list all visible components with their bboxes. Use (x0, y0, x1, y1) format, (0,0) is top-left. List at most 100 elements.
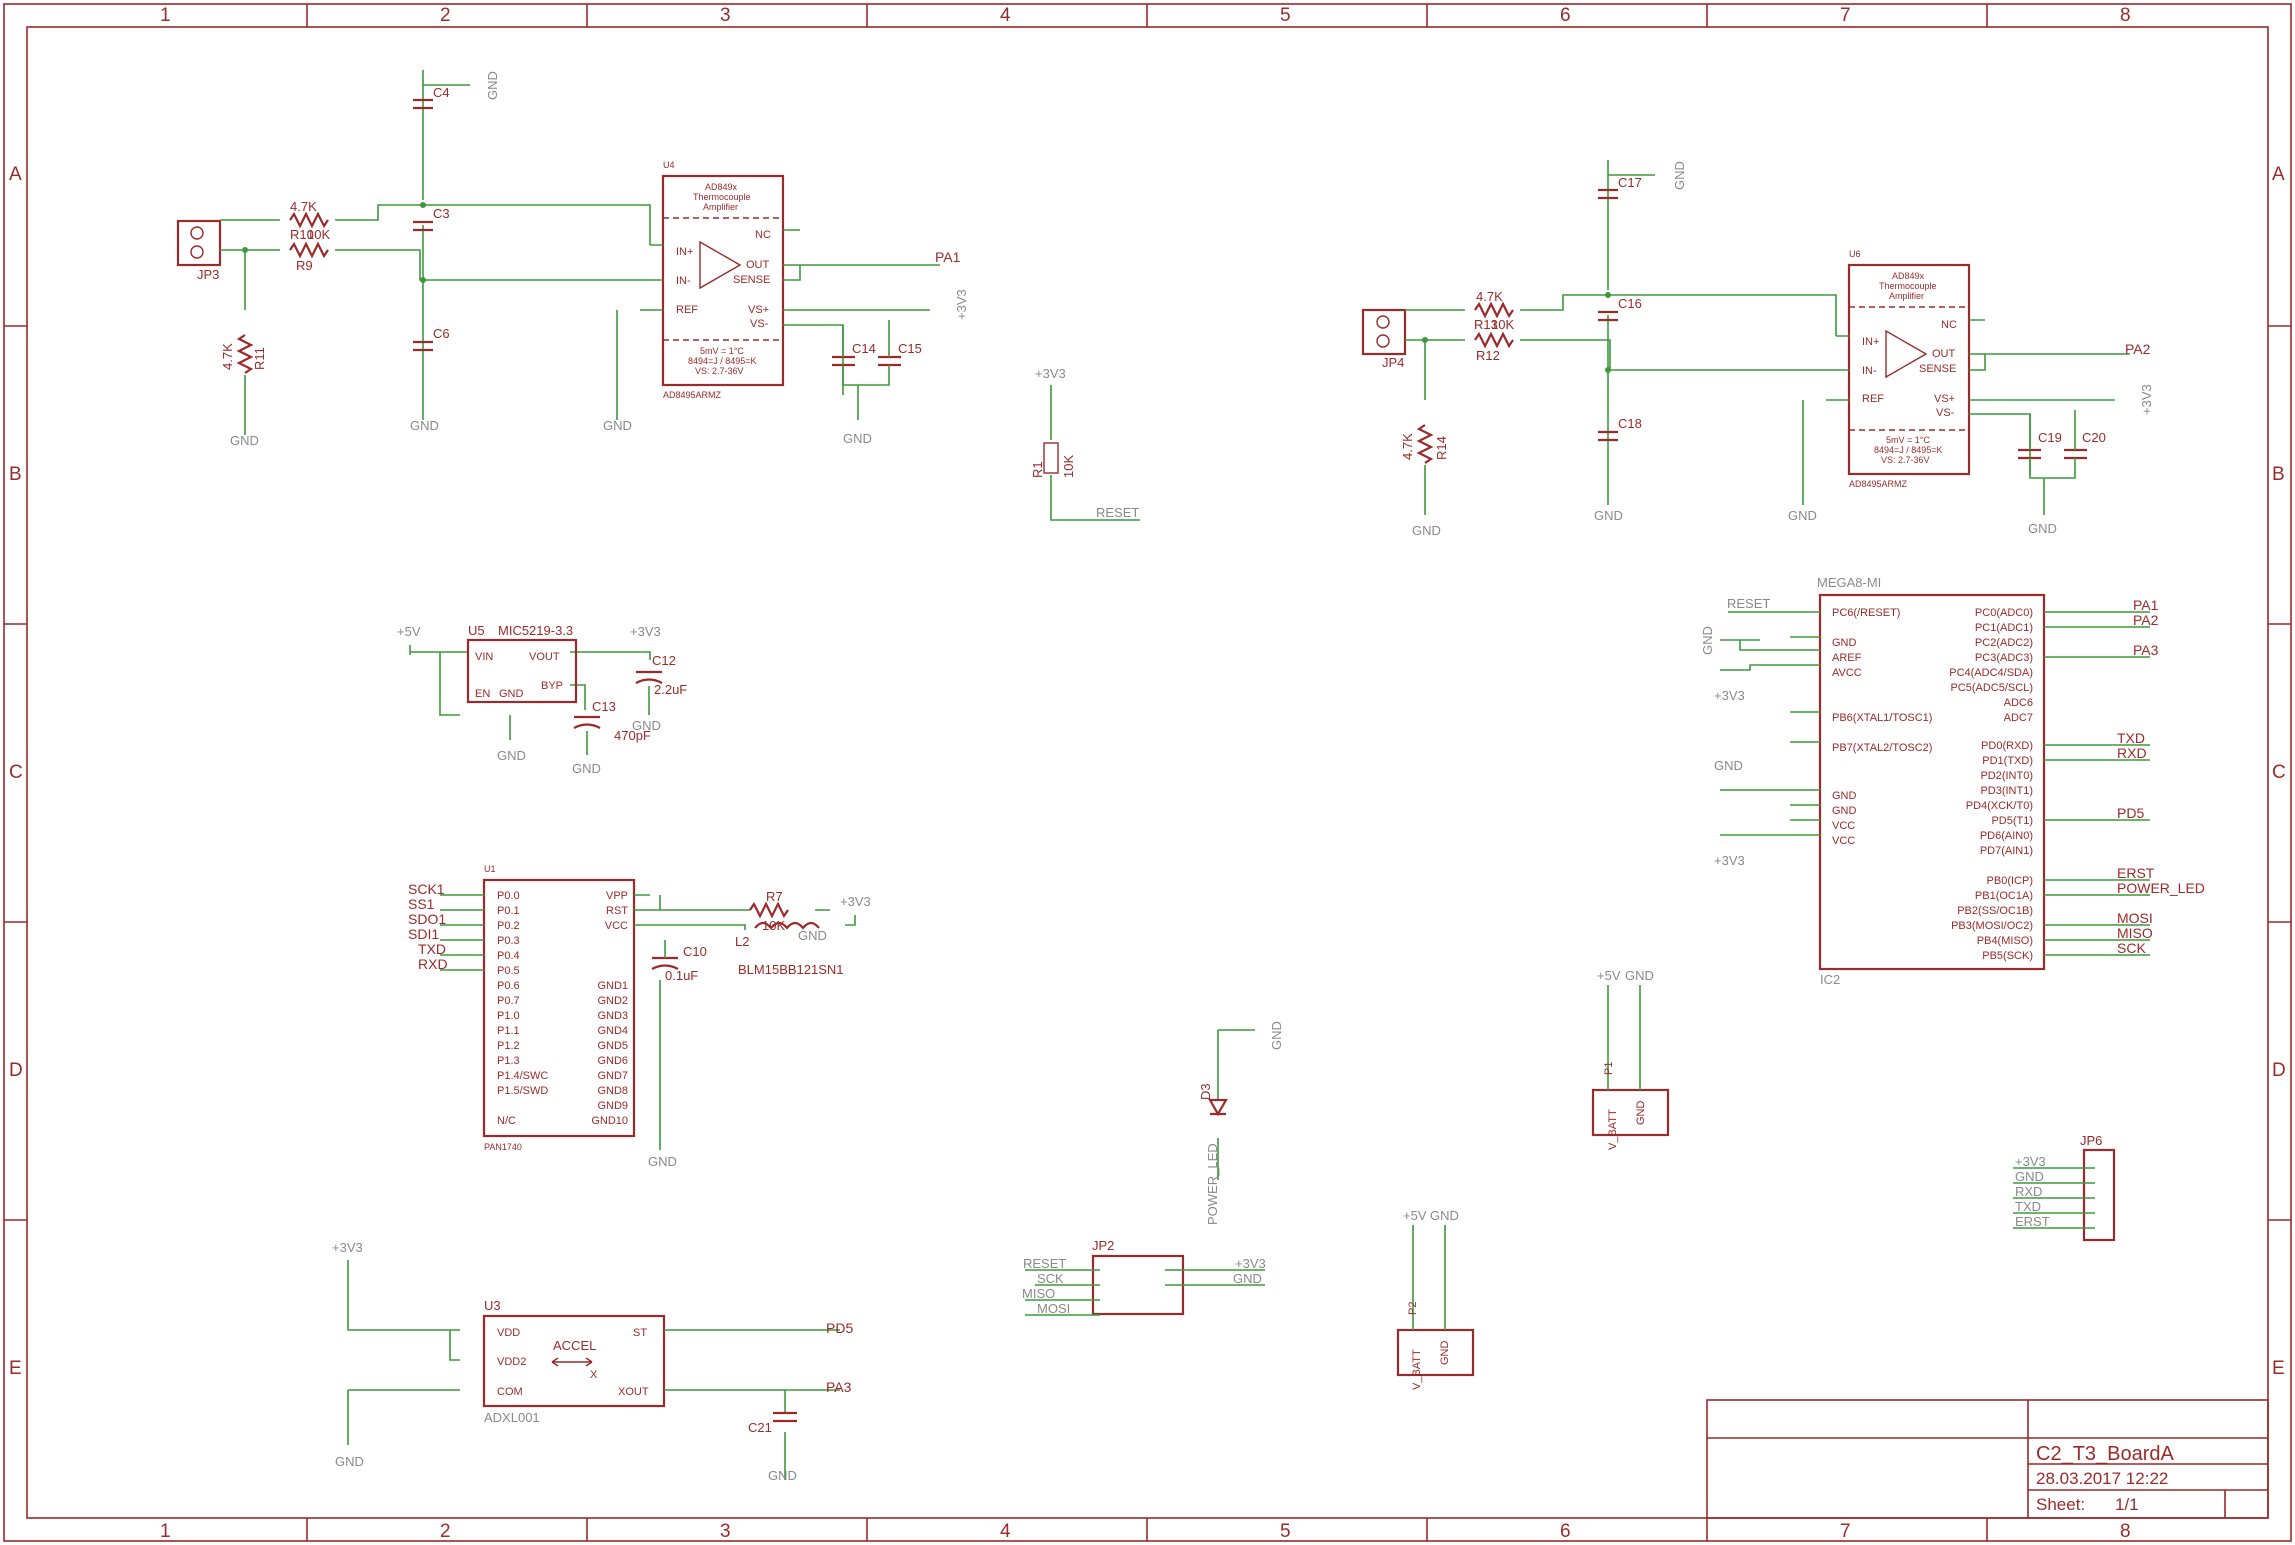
capacitor-c15[interactable]: C15 (878, 341, 922, 367)
ic2-pin-label: PD0(RXD) (1981, 740, 2033, 752)
svg-text:SCK: SCK (1037, 1271, 1064, 1286)
svg-text:R13: R13 (1474, 317, 1498, 332)
svg-text:+3V3: +3V3 (1714, 853, 1745, 868)
svg-text:NC: NC (755, 229, 771, 241)
svg-text:U4: U4 (663, 160, 675, 170)
svg-text:PD5: PD5 (2117, 805, 2144, 821)
svg-text:Amplifier: Amplifier (1889, 291, 1924, 301)
col-label-1: 1 (160, 5, 171, 26)
svg-text:GND: GND (1430, 1208, 1459, 1223)
svg-text:VDD2: VDD2 (497, 1356, 526, 1368)
ic2-pin-label: VCC (1832, 820, 1855, 832)
ic2-pin-label: PD6(AIN0) (1980, 830, 2033, 842)
svg-text:4.7K: 4.7K (1476, 289, 1503, 304)
radio-module-u1[interactable]: U1 PAN1740 P0.0P0.1P0.2P0.3P0.4P0.5P0.6P… (408, 864, 871, 1169)
svg-text:ERST: ERST (2015, 1214, 2050, 1229)
svg-text:V_BATT: V_BATT (1411, 1349, 1423, 1390)
col-label-1-bottom: 1 (160, 1521, 171, 1542)
svg-text:RXD: RXD (2015, 1184, 2042, 1199)
u1-pin-label: P1.2 (497, 1040, 520, 1052)
battery-connector-p2[interactable]: +5V GND P2 V_BATT GND (1396, 1208, 1475, 1390)
svg-text:COM: COM (497, 1386, 523, 1398)
svg-text:4.7K: 4.7K (220, 343, 235, 370)
u1-pin-label: P0.6 (497, 980, 520, 992)
resistor-r14[interactable]: 4.7K R14 (1400, 424, 1449, 464)
title-date: 28.03.2017 12:22 (2036, 1469, 2168, 1488)
capacitor-c14[interactable]: C14 (832, 341, 876, 367)
svg-text:SENSE: SENSE (1919, 363, 1956, 375)
power-led-d3[interactable]: GND D3 POWER_LED (1198, 1021, 1284, 1225)
resistor-r12[interactable]: R12 (1474, 331, 1514, 363)
u1-pin-label: P0.3 (497, 935, 520, 947)
thermocouple-amp-u6[interactable]: U6 AD849x Thermocouple Amplifier IN+ IN-… (1847, 249, 1971, 489)
u1-pin-label: P1.5/SWD (497, 1085, 548, 1097)
svg-text:+5V: +5V (397, 624, 421, 639)
thermocouple-channel-2: JP4 4.7K R13 10K R12 4.7K R14 GND C17 GN… (1361, 160, 2154, 538)
capacitor-c19[interactable]: C19 (2018, 430, 2062, 460)
svg-text:REF: REF (1862, 393, 1884, 405)
svg-text:SS1: SS1 (408, 896, 435, 912)
capacitor-c6[interactable]: C6 (413, 326, 450, 352)
col-label-6-bottom: 6 (1560, 1521, 1571, 1542)
thermocouple-amp-u4[interactable]: U4 AD849x Thermocouple Amplifier IN+ IN-… (661, 160, 785, 400)
ic2-pin-label: PD5(T1) (1991, 815, 2033, 827)
svg-text:D3: D3 (1198, 1083, 1213, 1100)
reset-pullup-r1[interactable]: +3V3 R1 10K RESET (1030, 366, 1140, 521)
svg-text:GND: GND (1635, 1101, 1647, 1126)
u1-pin-label: N/C (497, 1115, 516, 1127)
capacitor-c20[interactable]: C20 (2064, 430, 2106, 460)
ic2-pin-label: GND (1832, 805, 1857, 817)
resistor-r11[interactable]: 4.7K R11 (220, 334, 267, 374)
title-name: C2_T3_BoardA (2036, 1443, 2175, 1465)
svg-text:P2: P2 (1407, 1302, 1419, 1315)
svg-text:10K: 10K (307, 227, 330, 242)
ic2-pin-label: PC1(ADC1) (1975, 622, 2033, 634)
connector-jp4[interactable]: JP4 (1361, 308, 1407, 370)
capacitor-c17[interactable]: C17 (1598, 175, 1642, 200)
microcontroller-ic2[interactable]: MEGA8-MI IC2 PC6(/RESET)GNDAREFAVCCPB6(X… (1700, 575, 2205, 987)
svg-text:MISO: MISO (1022, 1286, 1055, 1301)
row-labels: A B C D E A B C D E (9, 164, 2286, 1379)
capacitor-c3[interactable]: C3 (413, 206, 450, 232)
svg-text:NC: NC (1941, 319, 1957, 331)
resistor-r9[interactable]: R9 (289, 241, 329, 273)
ic2-pin-label: GND (1832, 637, 1857, 649)
ic2-pin-label: PB4(MISO) (1977, 935, 2033, 947)
u1-pin-label: P0.2 (497, 920, 520, 932)
svg-text:VS: 2.7-36V: VS: 2.7-36V (1881, 455, 1930, 465)
resistor-r13[interactable]: 4.7K R13 10K (1474, 289, 1514, 332)
row-label-e-right: E (2272, 1358, 2285, 1379)
u1-pin-label: GND10 (591, 1115, 628, 1127)
u1-pin-label: P1.4/SWC (497, 1070, 548, 1082)
svg-text:R12: R12 (1476, 348, 1500, 363)
svg-text:+3V3: +3V3 (630, 624, 661, 639)
u1-pin-label: GND1 (597, 980, 628, 992)
col-label-5-bottom: 5 (1280, 1521, 1291, 1542)
col-label-3-bottom: 3 (720, 1521, 731, 1542)
svg-text:0.1uF: 0.1uF (665, 968, 698, 983)
svg-text:PD5: PD5 (826, 1320, 853, 1336)
capacitor-c4[interactable]: C4 (413, 85, 450, 110)
svg-text:5mV = 1°C: 5mV = 1°C (700, 346, 744, 356)
ic2-pin-label: PC5(ADC5/SCL) (1950, 682, 2033, 694)
accelerometer-u3[interactable]: U3 ADXL001 VDD VDD2 COM ST XOUT ACCEL X … (332, 1240, 853, 1483)
ic2-pin-label: VCC (1832, 835, 1855, 847)
capacitor-c16[interactable]: C16 (1598, 296, 1642, 322)
svg-text:GND: GND (843, 431, 872, 446)
battery-connector-p1[interactable]: +5V GND P1 V_BATT GND (1591, 968, 1670, 1150)
ic2-pin-label: PC3(ADC3) (1975, 652, 2033, 664)
row-label-d-right: D (2272, 1060, 2286, 1081)
isp-header-jp2[interactable]: JP2 RESET SCK MISO MOSI +3V3 GND (1022, 1238, 1266, 1316)
svg-text:EN: EN (475, 688, 490, 700)
connector-jp3[interactable]: JP3 (176, 219, 222, 282)
svg-text:U5: U5 (468, 623, 485, 638)
resistor-r10[interactable]: 4.7K R10 10K (289, 199, 330, 242)
voltage-regulator-u5[interactable]: +5V U5 MIC5219-3.3 VIN VOUT EN GND BYP +… (397, 623, 687, 776)
svg-text:IN+: IN+ (1862, 336, 1879, 348)
capacitor-c18[interactable]: C18 (1598, 416, 1642, 442)
svg-text:AD8495ARMZ: AD8495ARMZ (1849, 479, 1908, 489)
svg-text:V_BATT: V_BATT (1607, 1109, 1619, 1150)
serial-header-jp6[interactable]: JP6 +3V3 GND RXD TXD ERST (2013, 1133, 2116, 1242)
ic2-pin-label: PC6(/RESET) (1832, 607, 1900, 619)
ic2-pin-label: PB3(MOSI/OC2) (1951, 920, 2033, 932)
